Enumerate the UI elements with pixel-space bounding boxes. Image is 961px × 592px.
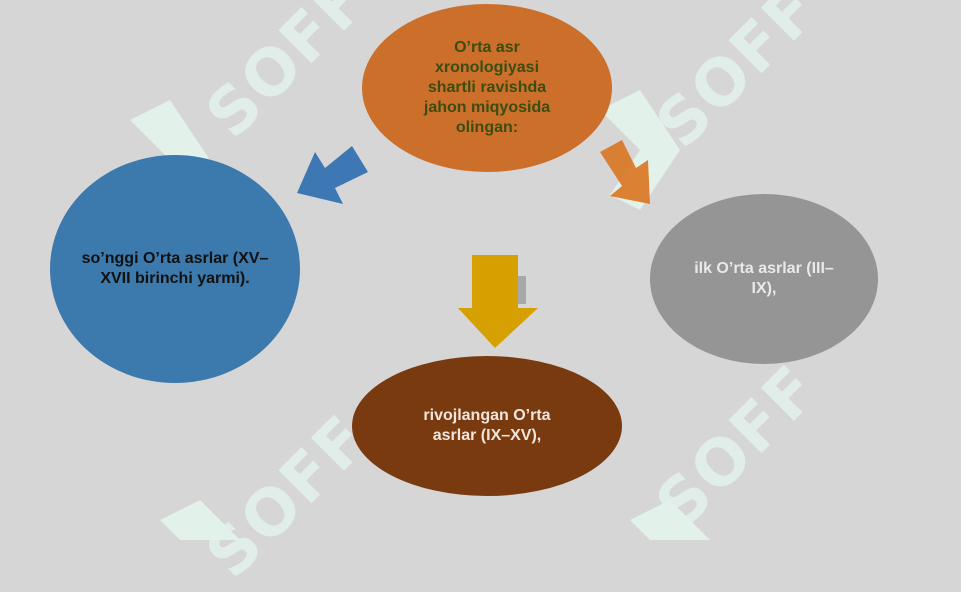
arrow-shadow <box>518 276 526 304</box>
bottom-node: rivojlangan O’rta asrlar (IX–XV), <box>352 356 622 496</box>
center-node: O’rta asr xronologiyasi shartli ravishda… <box>362 4 612 172</box>
left-node: so’nggi O’rta asrlar (XV–XVII birinchi y… <box>50 155 300 383</box>
bottom-node-label: rivojlangan O’rta asrlar (IX–XV), <box>423 407 551 444</box>
center-node-label: O’rta asr xronologiyasi shartli ravishda… <box>423 39 551 136</box>
arrows-layer <box>297 140 650 348</box>
right-node-label: ilk O’rta asrlar (III–IX), <box>694 260 834 297</box>
arrow-to-left <box>297 146 368 204</box>
left-node-label: so’nggi O’rta asrlar (XV–XVII birinchi y… <box>81 250 269 287</box>
arrow-to-right <box>600 140 650 204</box>
right-node: ilk O’rta asrlar (III–IX), <box>650 194 878 364</box>
